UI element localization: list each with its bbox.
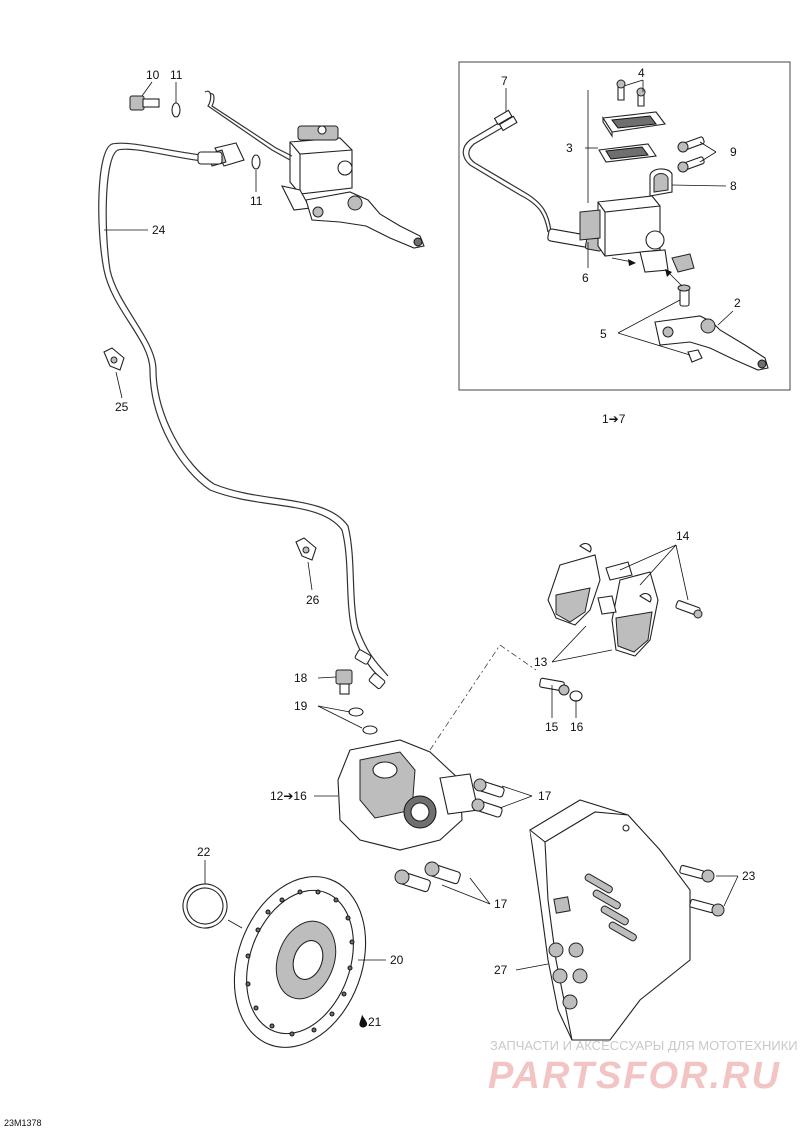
brake-pads	[547, 543, 659, 657]
label-26: 26	[306, 593, 320, 607]
watermark-tagline: ЗАПЧАСТИ И АКСЕССУАРЫ ДЛЯ МОТОТЕХНИКИ	[490, 1038, 798, 1053]
brake-disc	[233, 876, 367, 1048]
o-ring	[182, 883, 228, 929]
label-9: 9	[730, 145, 737, 159]
label-8: 8	[730, 179, 737, 193]
label-5: 5	[600, 327, 607, 341]
handlebar-clamp	[649, 168, 673, 197]
guard-screws	[679, 864, 725, 917]
caliper-bolts-upper	[471, 778, 505, 818]
label-17-lower: 17	[494, 897, 508, 911]
brake-hose	[98, 142, 389, 690]
banjo-bolt	[129, 95, 160, 111]
inset-leaders	[505, 79, 734, 356]
hose-clip-upper	[103, 347, 125, 371]
label-11-lower: 11	[250, 194, 263, 208]
watermark-brand: PARTSFOR.RU	[488, 1055, 781, 1097]
brake-lever	[305, 191, 425, 249]
label-19: 19	[294, 699, 308, 713]
label-15: 15	[545, 720, 559, 734]
label-11-top: 11	[170, 68, 183, 82]
label-4: 4	[638, 66, 645, 80]
diagram-code: 23M1378	[4, 1118, 42, 1128]
clamp-bolts	[677, 136, 705, 173]
leader-lines	[104, 81, 739, 971]
brake-switch-wire	[462, 109, 552, 233]
sealing-washers	[171, 102, 261, 170]
grease-drop-icon	[359, 1014, 368, 1028]
pad-centerline	[429, 644, 501, 751]
label-2: 2	[734, 296, 741, 310]
label-6: 6	[582, 271, 589, 285]
reservoir-cover	[598, 79, 666, 163]
master-cylinder-inset	[579, 195, 695, 273]
label-12-16: 12➔16	[270, 789, 307, 803]
bleeder-valve	[539, 677, 570, 696]
caliper-bolts-lower	[394, 861, 461, 893]
label-14: 14	[676, 529, 690, 543]
label-17-upper: 17	[538, 789, 552, 803]
bleeder-cap	[569, 690, 583, 702]
pad-pin	[675, 600, 703, 619]
label-3: 3	[566, 141, 573, 155]
hose-clip-lower	[295, 537, 317, 561]
brake-lever-inset	[654, 315, 769, 371]
part-labels: 10 11 11 24 25 26 7 4 3 9 8 6 2 5 1➔7 14…	[4, 66, 756, 1128]
watermark: ЗАПЧАСТИ И АКСЕССУАРЫ ДЛЯ МОТОТЕХНИКИ PA…	[488, 1038, 798, 1097]
label-20: 20	[390, 953, 404, 967]
label-7: 7	[501, 74, 508, 88]
bleeder-centerline	[499, 644, 537, 671]
brake-guard	[529, 799, 691, 1041]
lever-pivot	[677, 284, 703, 363]
brake-caliper	[337, 739, 479, 851]
switch-wire-short	[204, 90, 293, 161]
label-27: 27	[494, 963, 508, 977]
pad-spring	[597, 561, 633, 615]
label-16: 16	[570, 720, 584, 734]
label-25: 25	[115, 400, 129, 414]
label-10: 10	[146, 68, 160, 82]
label-21: 21	[368, 1015, 382, 1029]
label-13: 13	[534, 655, 548, 669]
label-1-7: 1➔7	[602, 412, 626, 426]
label-24: 24	[152, 223, 166, 237]
caliper-banjo	[335, 669, 378, 735]
label-18: 18	[294, 671, 308, 685]
inset-frame	[458, 61, 791, 391]
label-23: 23	[742, 869, 756, 883]
label-22: 22	[197, 845, 211, 859]
